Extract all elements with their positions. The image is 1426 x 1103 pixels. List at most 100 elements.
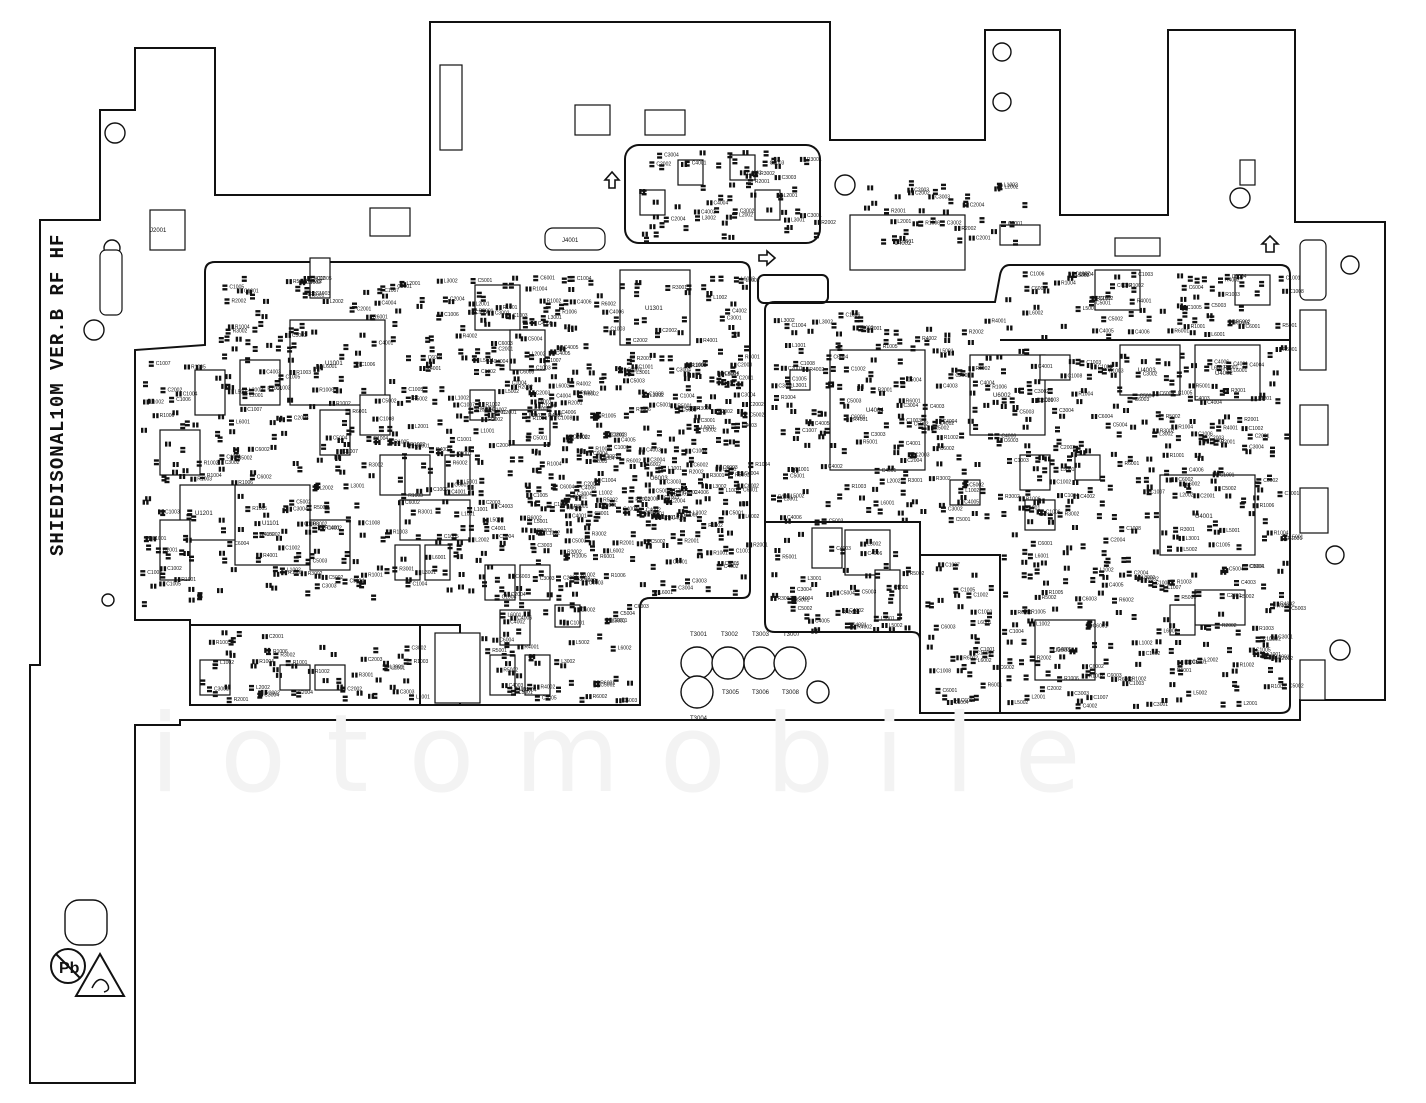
pad <box>269 420 273 426</box>
pad <box>1270 606 1275 610</box>
pad <box>375 677 378 683</box>
pad <box>1227 320 1233 323</box>
pad <box>681 330 684 336</box>
pad <box>1179 356 1185 359</box>
pad <box>619 283 625 286</box>
pad <box>641 502 644 507</box>
pad <box>504 380 510 384</box>
pad <box>666 491 672 494</box>
component-label: C2004 <box>907 458 922 464</box>
pad <box>1278 657 1281 663</box>
pad <box>966 592 972 595</box>
pad <box>318 525 321 531</box>
pad <box>699 338 703 344</box>
pad <box>723 549 729 552</box>
component-label: C3004 <box>1059 408 1074 414</box>
component-label: C4005 <box>1099 328 1114 334</box>
pad <box>468 309 471 315</box>
pad <box>550 349 553 355</box>
pad <box>1131 640 1135 646</box>
component-label: C3002 <box>225 460 240 466</box>
pad <box>891 465 894 471</box>
pad <box>1196 591 1202 594</box>
pad <box>737 392 740 398</box>
component-label: C1004 <box>1155 581 1170 587</box>
pad <box>718 491 724 494</box>
pad <box>1186 694 1192 697</box>
pad <box>843 370 849 373</box>
pad <box>485 651 491 655</box>
pad <box>999 354 1003 360</box>
component-label: R6002 <box>593 694 608 700</box>
pad <box>1032 466 1036 472</box>
test-point <box>680 675 714 709</box>
component-label: R6002 <box>601 302 616 308</box>
pad <box>390 336 396 339</box>
pad <box>514 691 520 694</box>
pad <box>245 339 251 342</box>
pad <box>1146 484 1150 490</box>
pad <box>786 382 791 386</box>
pad <box>896 450 900 456</box>
pad <box>888 597 894 601</box>
pad <box>1188 659 1192 665</box>
pad <box>495 637 499 643</box>
pad <box>498 389 501 395</box>
connector <box>849 214 966 271</box>
pad <box>1024 285 1030 289</box>
pad <box>278 545 281 551</box>
pad <box>1089 668 1095 671</box>
component-label: C4005 <box>815 421 830 427</box>
pad <box>725 214 729 220</box>
pad <box>970 623 976 626</box>
component-label: L2002 <box>529 413 543 419</box>
pad <box>576 454 582 457</box>
pad <box>1159 639 1162 645</box>
pad <box>478 574 482 580</box>
pad <box>927 425 930 431</box>
pad <box>996 399 999 405</box>
component-label: R6002 <box>626 458 641 464</box>
pad <box>623 416 629 419</box>
pad <box>1194 277 1200 281</box>
pad <box>469 449 474 453</box>
pad <box>517 644 520 650</box>
pad <box>586 450 589 456</box>
pad <box>950 700 953 705</box>
pad <box>525 286 528 292</box>
pad <box>709 380 715 383</box>
pad <box>324 501 330 505</box>
pad <box>1181 471 1187 474</box>
pad <box>736 383 741 386</box>
component-label: R3001 <box>359 673 374 679</box>
pad <box>870 391 876 394</box>
pad <box>1041 590 1044 595</box>
pad <box>1064 323 1067 329</box>
pad <box>162 581 166 587</box>
component-label: L6001 <box>1035 553 1049 559</box>
pad <box>696 338 699 344</box>
pad <box>295 285 301 289</box>
pad <box>562 474 565 480</box>
pad <box>511 384 514 390</box>
component-label: R2002 <box>1037 656 1052 662</box>
pad <box>1058 663 1061 669</box>
pad <box>1259 392 1262 398</box>
pad <box>1035 663 1041 667</box>
component-label: C1007 <box>384 288 399 294</box>
pad <box>908 190 911 196</box>
pad <box>1278 677 1284 680</box>
pad <box>631 364 634 370</box>
pad <box>560 345 563 351</box>
pad <box>575 495 578 501</box>
pad <box>1179 481 1182 487</box>
pad <box>478 490 484 493</box>
pad <box>343 442 346 447</box>
pad <box>408 443 411 449</box>
pad <box>260 385 266 389</box>
pad <box>1184 482 1187 488</box>
pad <box>754 192 757 198</box>
pad <box>505 316 511 320</box>
pad <box>1243 567 1249 571</box>
pad <box>672 457 677 460</box>
